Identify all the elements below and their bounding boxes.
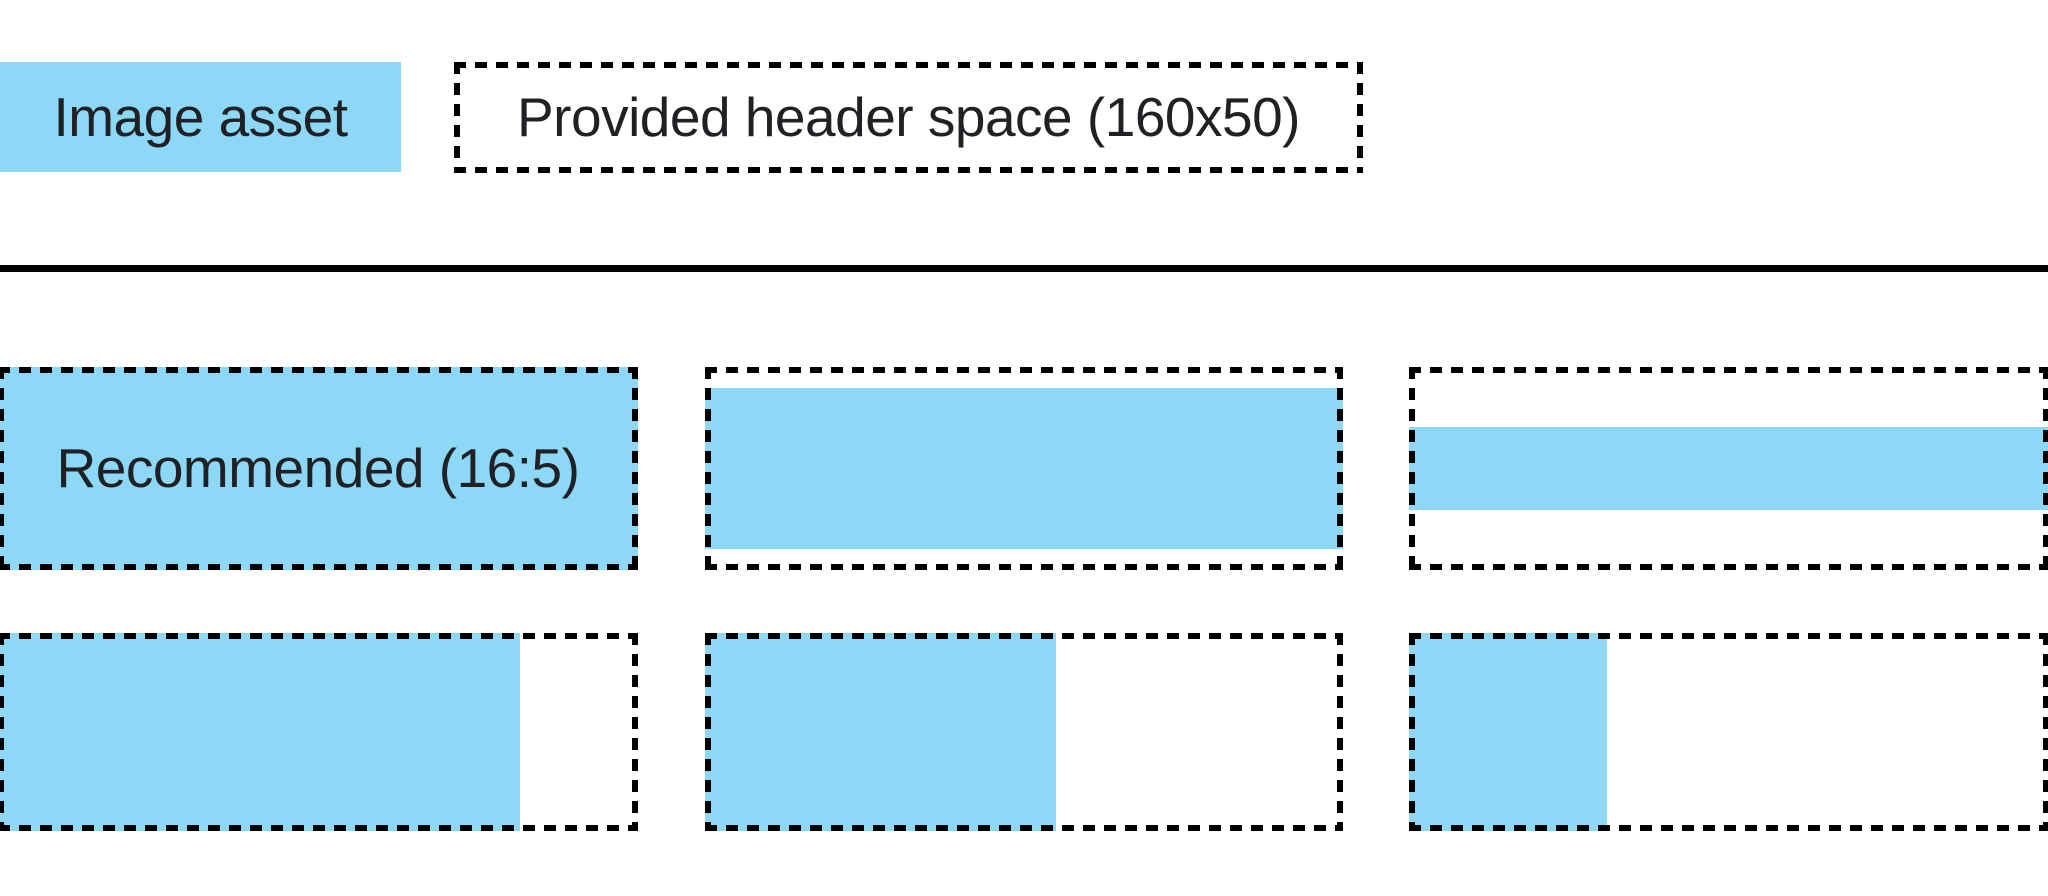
example-partial-width-small — [1409, 633, 2048, 831]
recommended-label: Recommended (16:5) — [56, 437, 580, 499]
image-asset-fill-band — [1409, 427, 2048, 510]
recommended-label-wrap: Recommended (16:5) — [0, 367, 638, 570]
legend-image-asset-label: Image asset — [53, 85, 348, 148]
image-asset-fill-55pct — [705, 633, 1056, 831]
image-asset-fill-letterboxed — [705, 388, 1343, 549]
example-full-width-slight-letterbox — [705, 367, 1343, 570]
example-wide-thin-band — [1409, 367, 2048, 570]
example-recommended-16-5: Recommended (16:5) — [0, 367, 638, 570]
image-asset-fill-31pct — [1409, 633, 1607, 831]
example-partial-width-medium — [705, 633, 1343, 831]
example-partial-width-large — [0, 633, 638, 831]
legend-header-space-box: Provided header space (160x50) — [454, 62, 1363, 173]
legend-header-space-label: Provided header space (160x50) — [516, 86, 1301, 148]
image-asset-fill-81pct — [0, 633, 520, 831]
legend-image-asset-swatch: Image asset — [0, 62, 401, 172]
image-asset-fill-full — [0, 367, 638, 570]
section-divider — [0, 265, 2048, 272]
